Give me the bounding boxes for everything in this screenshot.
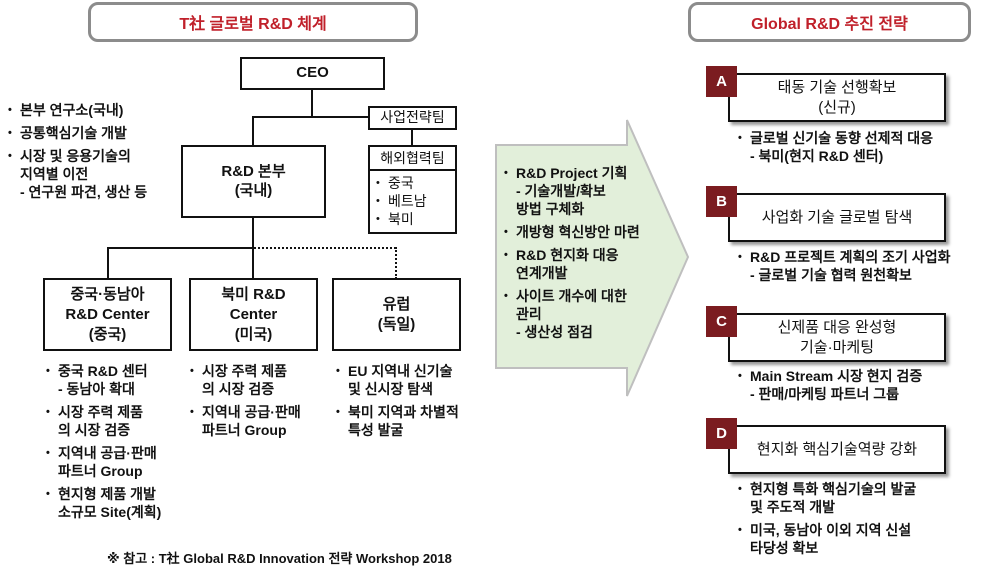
- strategy-c-letter: C: [706, 306, 737, 337]
- arrow-item: R&D Project 기획 - 기술개발/확보 방법 구체화: [504, 164, 674, 218]
- strategy-note: 미국, 동남아 이외 지역 신설 타당성 확보: [738, 521, 998, 557]
- china-note: 현지형 제품 개발 소규모 Site(계획): [46, 485, 181, 521]
- arrow-item: 개방형 혁신방안 마련: [504, 223, 674, 241]
- strategy-a-box: 태동 기술 선행확보 (신규): [728, 73, 946, 122]
- strategy-d-notes: 현지형 특화 핵심기술의 발굴 및 주도적 개발 미국, 동남아 이외 지역 신…: [738, 480, 998, 562]
- strategy-b-box: 사업화 기술 글로벌 탐색: [728, 193, 946, 242]
- strategy-note: 현지형 특화 핵심기술의 발굴 및 주도적 개발: [738, 480, 998, 516]
- dotted-connector: [395, 247, 397, 279]
- strategy-c-notes: Main Stream 시장 현지 검증 - 판매/마케팅 파트너 그룹: [738, 367, 998, 408]
- hq-note: 본부 연구소(국내): [8, 101, 178, 119]
- strategy-d-letter: D: [706, 418, 737, 449]
- dotted-connector: [254, 247, 396, 249]
- strategy-team-box: 사업전략팀: [368, 106, 457, 130]
- strategy-b-letter: B: [706, 186, 737, 217]
- europe-note: EU 지역내 신기술 및 신시장 탐색: [336, 362, 486, 398]
- strategy-c-box: 신제품 대응 완성형 기술·마케팅: [728, 313, 946, 362]
- europe-note: 북미 지역과 차별적 특성 발굴: [336, 403, 486, 439]
- strategy-d-box: 현지화 핵심기술역량 강화: [728, 425, 946, 474]
- china-note: 시장 주력 제품 의 시장 검증: [46, 403, 181, 439]
- connector: [252, 116, 368, 118]
- overseas-team-title: 해외협력팀: [370, 147, 455, 171]
- overseas-item: 중국: [376, 174, 455, 192]
- europe-notes: EU 지역내 신기술 및 신시장 탐색 북미 지역과 차별적 특성 발굴: [336, 362, 486, 444]
- europe-center-box: 유럽 (독일): [332, 278, 461, 351]
- strategy-note: R&D 프로젝트 계획의 조기 사업화 - 글로벌 기술 협력 원천확보: [738, 248, 1000, 284]
- connector: [252, 116, 254, 146]
- connector: [311, 89, 313, 117]
- na-note: 시장 주력 제품 의 시장 검증: [190, 362, 325, 398]
- arrow-item: 사이트 개수에 대한 관리 - 생산성 점검: [504, 287, 674, 341]
- china-note: 지역내 공급·판매 파트너 Group: [46, 444, 181, 480]
- na-notes: 시장 주력 제품 의 시장 검증 지역내 공급·판매 파트너 Group: [190, 362, 325, 444]
- strategy-note: Main Stream 시장 현지 검증 - 판매/마케팅 파트너 그룹: [738, 367, 998, 403]
- rnd-hq-box: R&D 본부 (국내): [181, 145, 326, 218]
- hq-notes: 본부 연구소(국내) 공통핵심기술 개발 시장 및 응용기술의 지역별 이전 -…: [8, 101, 178, 206]
- ceo-box: CEO: [240, 57, 385, 90]
- china-center-box: 중국·동남아 R&D Center (중국): [43, 278, 172, 351]
- hq-note: 공통핵심기술 개발: [8, 124, 178, 142]
- left-title: T社 글로벌 R&D 체계: [88, 2, 418, 42]
- na-note: 지역내 공급·판매 파트너 Group: [190, 403, 325, 439]
- overseas-item: 베트남: [376, 192, 455, 210]
- right-title: Global R&D 추진 전략: [688, 2, 971, 42]
- strategy-a-notes: 글로벌 신기술 동향 선제적 대응 - 북미(현지 R&D 센터): [738, 129, 998, 170]
- connector: [411, 129, 413, 145]
- overseas-team-box: 해외협력팀 중국 베트남 북미: [368, 145, 457, 234]
- china-note: 중국 R&D 센터 - 동남아 확대: [46, 362, 181, 398]
- china-notes: 중국 R&D 센터 - 동남아 확대 시장 주력 제품 의 시장 검증 지역내 …: [46, 362, 181, 526]
- strategy-note: 글로벌 신기술 동향 선제적 대응 - 북미(현지 R&D 센터): [738, 129, 998, 165]
- connector: [107, 247, 254, 249]
- arrow-item: R&D 현지화 대응 연계개발: [504, 246, 674, 282]
- overseas-item: 북미: [376, 210, 455, 228]
- arrow-items: R&D Project 기획 - 기술개발/확보 방법 구체화 개방형 혁신방안…: [504, 164, 674, 346]
- connector: [107, 247, 109, 279]
- na-center-box: 북미 R&D Center (미국): [189, 278, 318, 351]
- strategy-a-letter: A: [706, 66, 737, 97]
- strategy-b-notes: R&D 프로젝트 계획의 조기 사업화 - 글로벌 기술 협력 원천확보: [738, 248, 1000, 289]
- footnote: ※ 참고 : T社 Global R&D Innovation 전략 Works…: [107, 551, 452, 566]
- hq-note: 시장 및 응용기술의 지역별 이전 - 연구원 파견, 생산 등: [8, 147, 178, 201]
